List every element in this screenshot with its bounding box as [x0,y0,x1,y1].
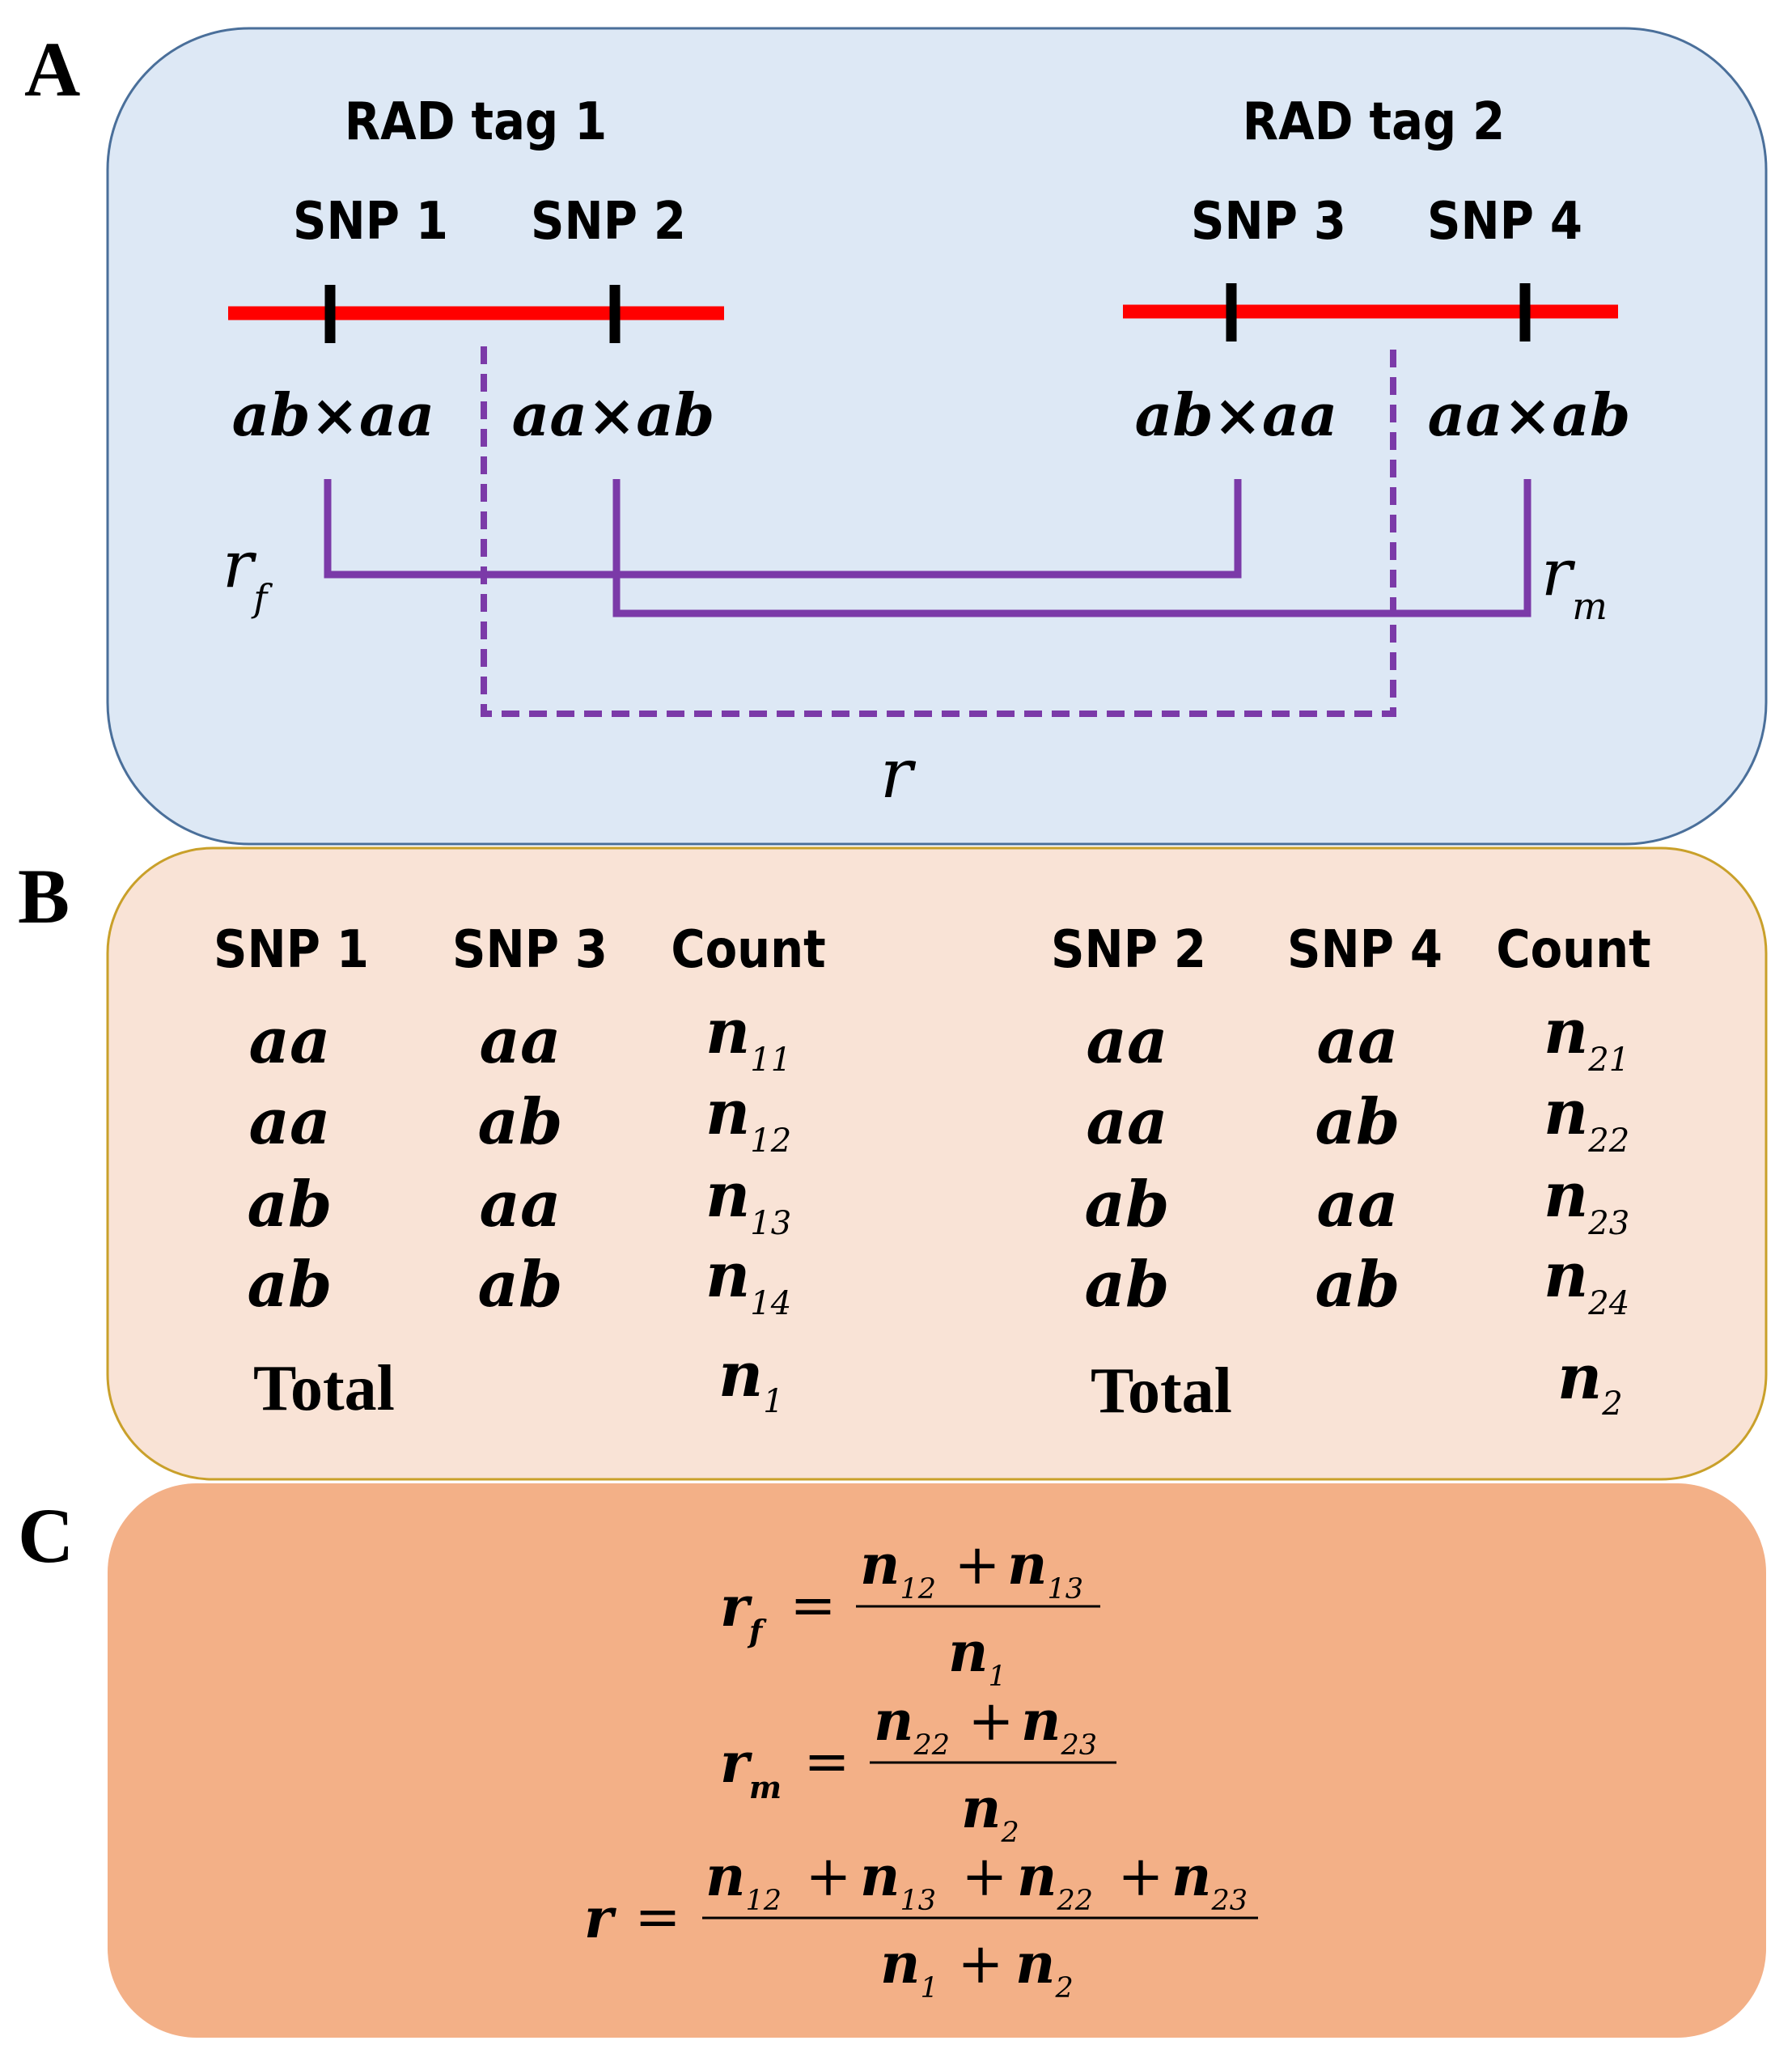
table-right-row-1-count: n21 [1544,995,1629,1079]
table-right-row-4-genotype-2: ab [1315,1248,1400,1321]
snp-3-label: SNP 3 [1191,192,1346,252]
snp-2-cross: aa×ab [512,380,715,449]
formula-rm-lhs: rm [720,1731,782,1805]
table-right-total-value: n2 [1557,1341,1623,1423]
rm-bracket [612,479,1531,617]
formula-r-denominator-term-1: n1 [880,1932,938,2004]
table-left-header-snp1: SNP 1 [214,920,369,980]
table-right-total-label: Total [1091,1355,1232,1427]
formula-rm-numerator-plus-1: + [968,1690,1015,1754]
table-left-row-3-genotype-1: ab [247,1168,332,1241]
table-right-row-4-genotype-1: ab [1084,1248,1169,1321]
panel-c-background [108,1483,1766,2038]
table-left-header-snp3: SNP 3 [452,920,608,980]
formula-r-numerator-plus-1: + [806,1845,852,1909]
table-right-row-3-count: n23 [1544,1159,1629,1242]
table-left-row-2-genotype-2: ab [477,1085,562,1159]
table-left-total-value: n1 [718,1338,784,1420]
formula-r-lhs: r [584,1886,616,1951]
table-right-row-1-genotype-2: aa [1316,1004,1398,1078]
linkage-brackets [324,346,1531,717]
snp-2-label: SNP 2 [531,192,686,252]
formula-rm-numerator-term-1: n22 [874,1689,950,1762]
table-left-row-4-genotype-2: ab [477,1248,562,1321]
panel-b-background [106,846,1768,1481]
formula-r-numerator-plus-3: + [1118,1845,1164,1909]
formula-rf-numerator-term-2: n13 [1007,1533,1083,1606]
formula-r-numerator-term-4: n23 [1171,1844,1248,1917]
rf-bracket [324,479,1242,579]
snp-4-label: SNP 4 [1427,192,1582,252]
r-bracket [481,346,1396,717]
panel-a-background [106,27,1768,846]
table-left-row-4-count: n14 [705,1239,791,1322]
table-right-row-3-genotype-2: aa [1316,1168,1398,1241]
formula-r-numerator-term-1: n12 [705,1844,782,1917]
formula-rm: rm = n22 n23+ n2 [720,1689,1116,1849]
rm-label: rm [1541,535,1608,628]
table-left-row-1-count: n11 [705,995,791,1079]
formula-r-denominator-term-2: n2 [1015,1932,1074,2004]
formula-r-numerator-plus-2: + [962,1845,1008,1909]
table-right-row-1-genotype-1: aa [1086,1004,1167,1078]
formula-rf-denominator-term-1: n1 [948,1620,1006,1693]
table-left-header-count: Count [671,920,825,980]
formula-r-numerator-term-2: n13 [860,1844,936,1917]
snp-4-cross: aa×ab [1428,380,1631,449]
table-left-row-1-genotype-1: aa [248,1004,330,1078]
r-label: r [880,734,917,813]
table-left-row-4-genotype-1: ab [247,1248,332,1321]
table-left-row-1-genotype-2: aa [479,1004,561,1078]
formula-rf-equals: = [790,1574,837,1638]
table-left-row-3-genotype-2: aa [479,1168,561,1241]
formula-rm-numerator-term-2: n23 [1021,1689,1097,1762]
table-right-row-2-count: n22 [1544,1076,1629,1160]
formula-r-denominator-plus-1: + [958,1932,1004,1996]
formula-rf-numerator-term-1: n12 [860,1533,936,1606]
table-right-row-2-genotype-2: ab [1315,1085,1400,1159]
table-right-header-count: Count [1496,920,1650,980]
rad-tag-2: RAD tag 2 SNP 3 SNP 4 ab×aa aa×ab [1123,92,1630,449]
formula-rf-numerator-plus-1: + [955,1534,1001,1597]
formula-rm-denominator-term-1: n2 [961,1776,1019,1849]
table-right-row-4-count: n24 [1544,1239,1629,1322]
rad-tag-2-label: RAD tag 2 [1243,92,1505,152]
table-right-row-2-genotype-1: aa [1086,1085,1167,1159]
table-left-row-2-genotype-1: aa [248,1085,330,1159]
table-left-total-label: Total [253,1353,395,1424]
rad-tag-1-label: RAD tag 1 [345,92,607,152]
formula-rm-equals: = [804,1730,850,1794]
formula-r-numerator-term-3: n22 [1017,1844,1093,1917]
rf-label: rf [222,527,273,620]
table-left-row-2-count: n12 [705,1076,791,1160]
formula-r-equals: = [635,1886,681,1949]
rad-tag-1: RAD tag 1 SNP 1 SNP 2 ab×aa aa×ab [228,92,724,449]
panel-a-letter: A [24,26,80,112]
snp-1-cross: ab×aa [232,380,435,449]
table-right-header-snp4: SNP 4 [1287,920,1442,980]
snp-3-cross: ab×aa [1135,380,1338,449]
table-left-row-3-count: n13 [705,1159,791,1242]
panel-c-letter: C [18,1492,74,1579]
panel-b-letter: B [18,853,70,940]
table-right-header-snp2: SNP 2 [1051,920,1206,980]
snp-1-label: SNP 1 [293,192,448,252]
table-right-row-3-genotype-1: ab [1084,1168,1169,1241]
